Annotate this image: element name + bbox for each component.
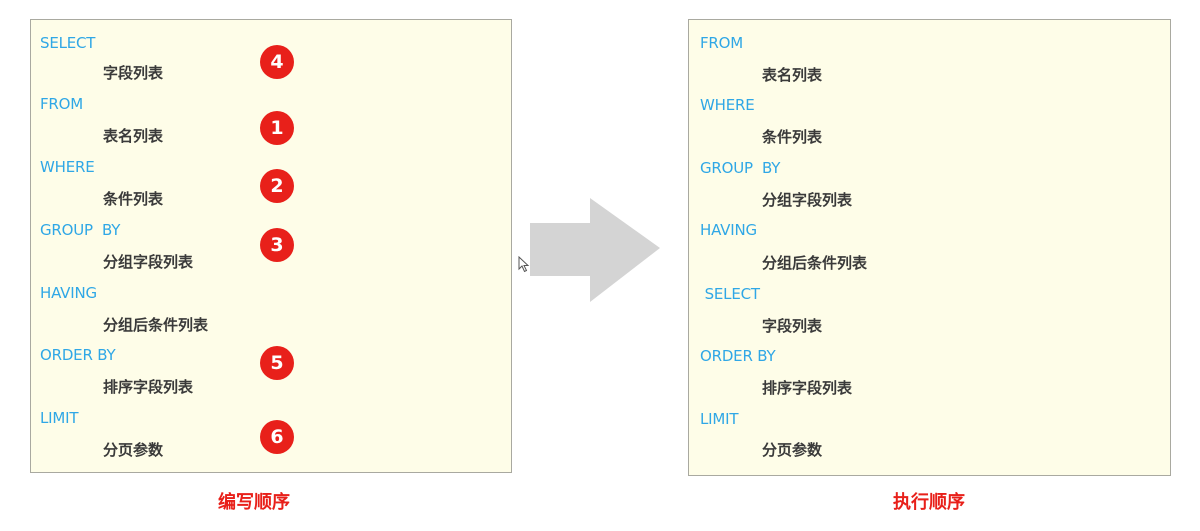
exec-line-limit-params: 分页参数 — [762, 441, 823, 459]
write-order-panel: SELECT 字段列表 FROM 表名列表 WHERE 条件列表 GROUP B… — [30, 19, 512, 473]
write-line-where-conditions: 条件列表 — [103, 190, 164, 208]
write-line-from-tables: 表名列表 — [103, 127, 164, 145]
write-line-group-fields: 分组字段列表 — [103, 253, 194, 271]
step-badge-order-by: 5 — [260, 346, 294, 380]
exec-line-having: HAVING — [700, 221, 757, 239]
write-line-from: FROM — [40, 95, 83, 113]
step-badge-from: 1 — [260, 111, 294, 145]
write-line-limit: LIMIT — [40, 409, 79, 427]
write-line-order-fields: 排序字段列表 — [103, 378, 194, 396]
write-line-order-by: ORDER BY — [40, 346, 116, 364]
exec-line-select: SELECT — [700, 285, 760, 303]
exec-line-order-fields: 排序字段列表 — [762, 379, 853, 397]
exec-line-select-fields: 字段列表 — [762, 317, 823, 335]
write-line-having-conditions: 分组后条件列表 — [103, 316, 209, 334]
exec-line-order-by: ORDER BY — [700, 347, 776, 365]
step-badge-limit: 6 — [260, 420, 294, 454]
exec-line-having-conditions: 分组后条件列表 — [762, 254, 868, 272]
step-badge-select: 4 — [260, 45, 294, 79]
write-line-select: SELECT — [40, 34, 96, 52]
exec-order-panel: FROM 表名列表 WHERE 条件列表 GROUP BY 分组字段列表 HAV… — [688, 19, 1171, 476]
exec-line-from: FROM — [700, 34, 743, 52]
exec-line-where: WHERE — [700, 96, 755, 114]
write-line-limit-params: 分页参数 — [103, 441, 164, 459]
mouse-pointer-icon — [518, 256, 530, 273]
step-badge-where: 2 — [260, 169, 294, 203]
exec-line-group-fields: 分组字段列表 — [762, 191, 853, 209]
write-line-where: WHERE — [40, 158, 95, 176]
write-line-select-fields: 字段列表 — [103, 64, 164, 82]
right-arrow-icon — [530, 198, 660, 302]
write-line-having: HAVING — [40, 284, 97, 302]
exec-line-where-conditions: 条件列表 — [762, 128, 823, 146]
exec-line-limit: LIMIT — [700, 410, 739, 428]
exec-line-group-by: GROUP BY — [700, 159, 781, 177]
step-badge-group-by: 3 — [260, 228, 294, 262]
exec-line-from-tables: 表名列表 — [762, 66, 823, 84]
exec-order-caption: 执行顺序 — [893, 492, 965, 513]
write-order-caption: 编写顺序 — [218, 492, 290, 513]
write-line-group-by: GROUP BY — [40, 221, 121, 239]
